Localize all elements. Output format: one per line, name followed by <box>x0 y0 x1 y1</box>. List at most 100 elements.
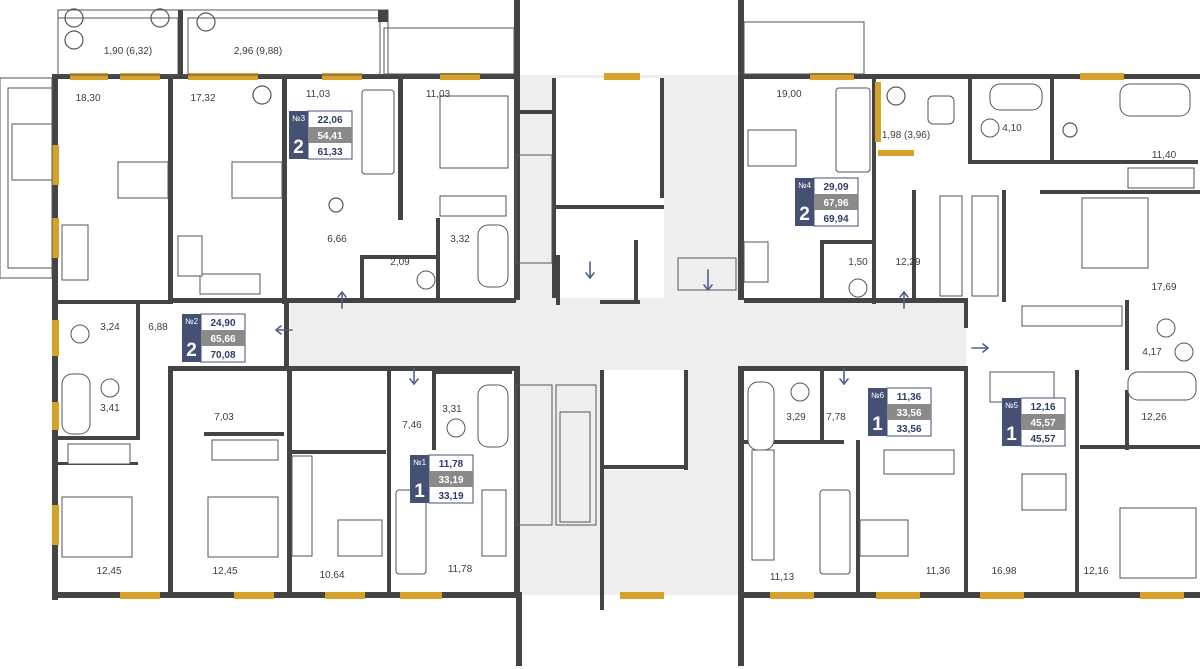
entry-arrow-icon <box>971 343 989 353</box>
apartment-number: №3 <box>292 114 306 123</box>
sink-icon <box>883 449 955 475</box>
room-area-r17: 12,45 <box>212 566 237 577</box>
hanger-icon <box>439 195 507 217</box>
plant-icon <box>196 12 216 32</box>
plant-icon <box>328 197 344 213</box>
toilet-icon <box>790 382 810 402</box>
apartment-total-area: 33,56 <box>896 408 921 419</box>
apartment-total-area: 65,66 <box>210 334 235 345</box>
room-area-r26: 17,69 <box>1151 282 1176 293</box>
sink-icon <box>199 273 261 295</box>
dining-table-icon <box>117 161 169 199</box>
apartment-total-area: 54,41 <box>317 131 342 142</box>
apartment-living-area: 12,16 <box>1030 402 1055 413</box>
bathtub-icon <box>1119 83 1191 117</box>
bed-icon <box>1119 507 1197 579</box>
dining-table-icon <box>231 161 283 199</box>
apartment-number: №6 <box>871 391 885 400</box>
room-area-r34: 12,16 <box>1083 566 1108 577</box>
staircases <box>11 123 737 526</box>
apartment-total-with-balcony: 70,08 <box>210 350 235 361</box>
bed-icon <box>207 496 279 558</box>
apartment-room-count: 2 <box>799 204 810 225</box>
toilet-icon <box>980 118 1000 138</box>
hanger-icon <box>751 449 775 561</box>
room-area-r12: 3,41 <box>100 403 120 414</box>
entry-arrows <box>275 261 989 385</box>
apartment-living-area: 11,78 <box>439 459 464 470</box>
plant-icon <box>1062 122 1078 138</box>
room-area-r22: 4,10 <box>1002 123 1022 134</box>
apartment-total-with-balcony: 69,94 <box>823 214 848 225</box>
toilet-icon <box>100 378 120 398</box>
windows <box>52 73 1184 599</box>
apartment-room-count: 1 <box>1006 424 1017 445</box>
bathtub-icon <box>477 384 509 448</box>
apartment-living-area: 29,09 <box>823 182 848 193</box>
plant-icon <box>150 8 170 28</box>
apartment-number: №2 <box>185 317 199 326</box>
room-area-r31: 11,13 <box>770 572 795 583</box>
apartment-total-area: 67,96 <box>823 198 848 209</box>
apartment-room-count: 2 <box>293 137 304 158</box>
entry-arrow-icon <box>585 261 595 279</box>
hanger-icon <box>481 489 507 557</box>
sofa-icon <box>361 89 395 175</box>
bed-icon <box>61 496 133 558</box>
apartment-living-area: 24,90 <box>210 318 235 329</box>
room-area-r20: 19,00 <box>776 89 801 100</box>
room-area-r11: 6,88 <box>148 322 168 333</box>
entry-arrow-icon <box>275 325 293 335</box>
apartment-total-with-balcony: 33,19 <box>438 491 463 502</box>
room-area-r33: 16,98 <box>991 566 1016 577</box>
room-area-r18: 10,64 <box>319 570 344 581</box>
room-area-r04: 17,32 <box>190 93 215 104</box>
apartment-total-area: 33,19 <box>438 475 463 486</box>
apartment-total-with-balcony: 61,33 <box>317 147 342 158</box>
room-area-r29: 7,78 <box>826 412 846 423</box>
room-area-r07: 6,66 <box>327 234 347 245</box>
furniture <box>61 83 1197 579</box>
room-area-r01: 1,90 (6,32) <box>104 46 152 57</box>
bathtub-icon <box>477 224 509 288</box>
sink-icon <box>989 371 1055 403</box>
room-area-r15: 7,46 <box>402 420 422 431</box>
bathtub-icon <box>1127 371 1197 401</box>
room-area-r16: 12,45 <box>96 566 121 577</box>
dining-table-icon <box>1021 473 1067 511</box>
dining-table-icon <box>747 129 797 167</box>
hanger-icon <box>211 439 279 461</box>
room-area-r32: 11,36 <box>926 566 951 577</box>
apartment-living-area: 11,36 <box>897 392 922 403</box>
apartment-room-count: 1 <box>872 414 883 435</box>
room-area-r27: 4,17 <box>1142 347 1162 358</box>
hanger-icon <box>67 443 131 465</box>
bathtub-icon <box>747 381 775 451</box>
room-area-r06: 11,03 <box>426 89 451 100</box>
room-area-r25: 12,29 <box>895 257 920 268</box>
toilet-icon <box>70 324 90 344</box>
room-area-r21: 1,98 (3,96) <box>882 130 930 141</box>
apartment-total-with-balcony: 33,56 <box>896 424 921 435</box>
room-area-r10: 3,24 <box>100 322 120 333</box>
apartment-number: №5 <box>1005 401 1019 410</box>
room-area-r30: 12,26 <box>1141 412 1166 423</box>
room-area-r19: 11,78 <box>448 564 473 575</box>
room-area-r28: 3,29 <box>786 412 806 423</box>
sofa-icon <box>819 489 851 575</box>
apartment-badge: №6 1 11,36 33,56 33,56 <box>868 387 932 437</box>
corridor-floor <box>290 75 966 595</box>
stove-icon <box>177 235 203 277</box>
plant-icon <box>886 86 906 106</box>
apartment-living-area: 22,06 <box>317 115 342 126</box>
plant-icon <box>64 8 84 28</box>
toilet-icon <box>446 418 466 438</box>
room-area-r03: 18,30 <box>75 93 100 104</box>
apartment-total-with-balcony: 45,57 <box>1030 434 1055 445</box>
bed-icon <box>439 95 509 169</box>
toilet-icon <box>1174 342 1194 362</box>
